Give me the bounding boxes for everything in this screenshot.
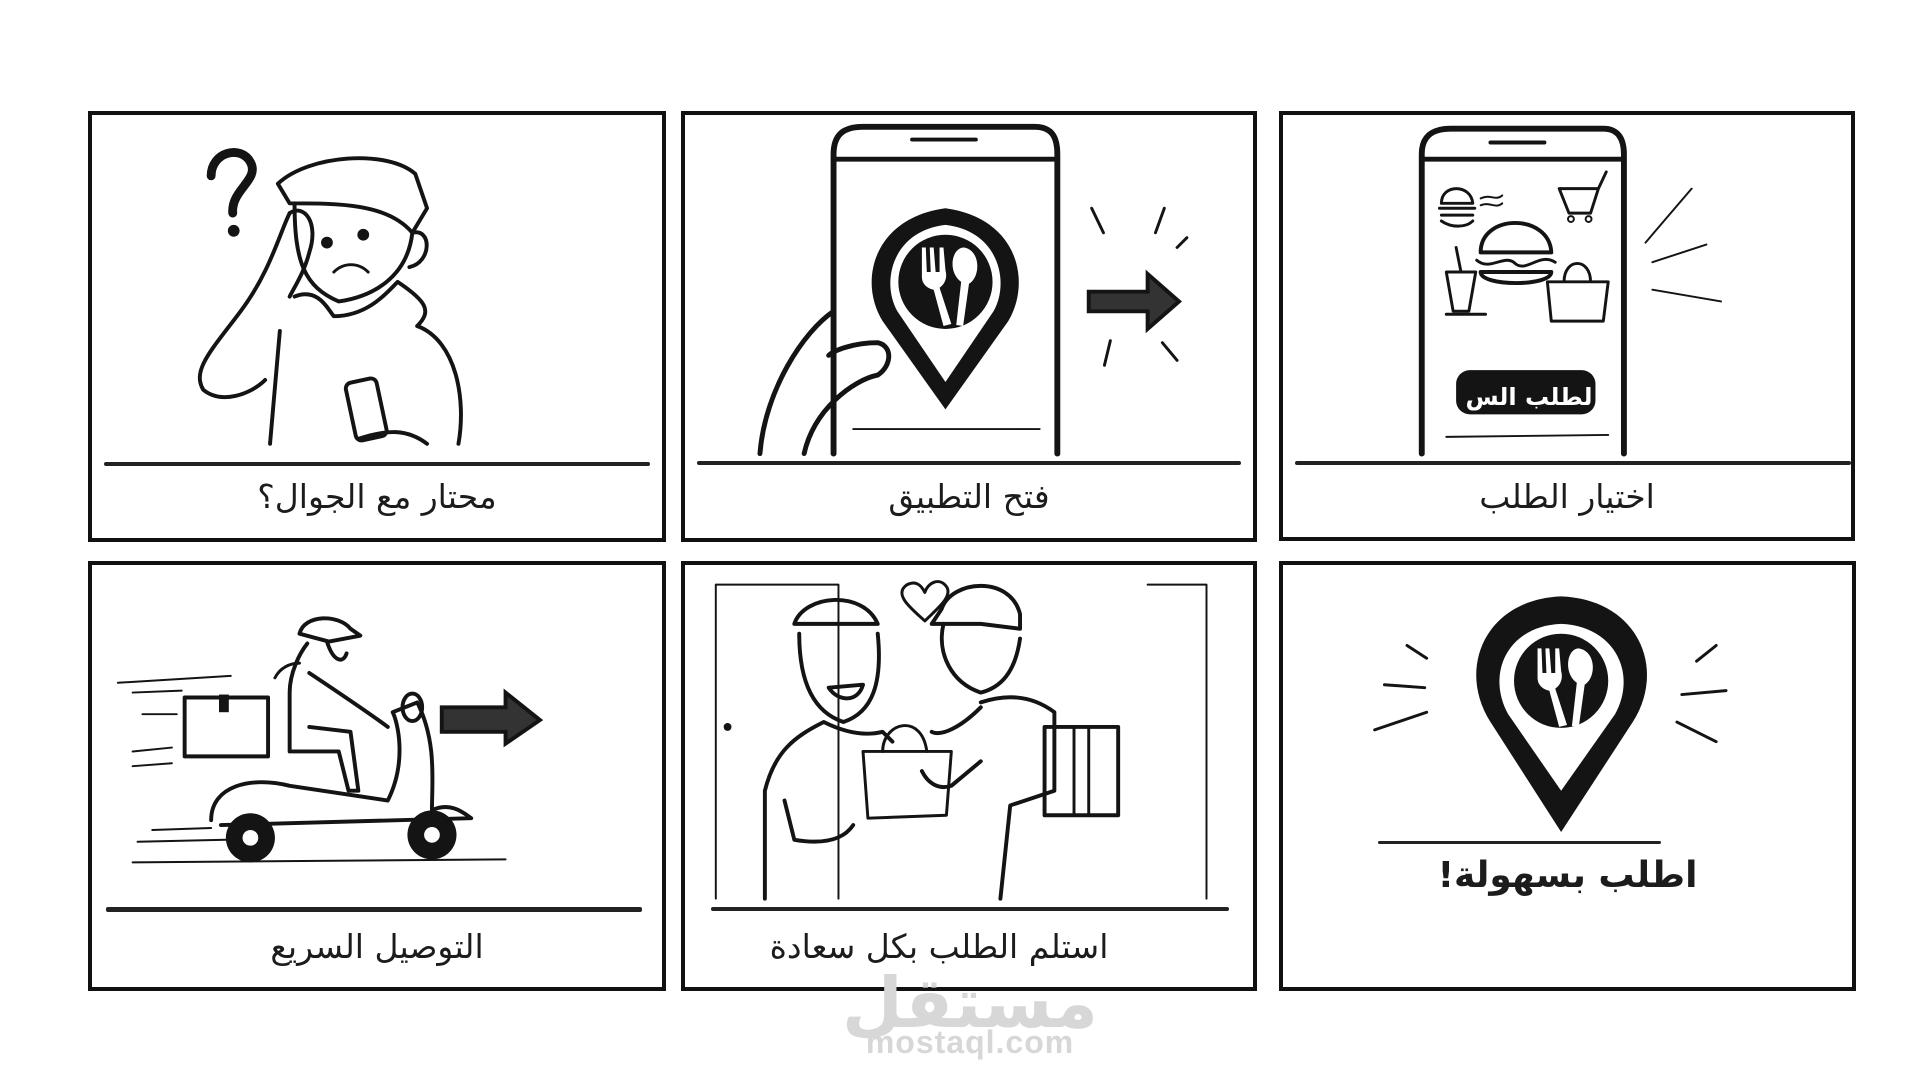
panel-6: اطلب بسهولة!: [1279, 561, 1856, 991]
panel-caption: استلم الطلب بكل سعادة: [769, 927, 1109, 966]
speed-lines: [116, 674, 507, 864]
order-button: [1456, 370, 1596, 415]
order-button-label: لطلب الس: [1465, 383, 1593, 411]
open-app-illustration: [757, 123, 1189, 457]
rider-icon: [273, 616, 390, 793]
panel-caption: اطلب بسهولة!: [1437, 855, 1698, 896]
panel-caption: فتح التطبيق: [888, 477, 1050, 516]
phone-icon: [1418, 125, 1627, 457]
panel-1: محتار مع الجوال؟: [88, 111, 666, 542]
panel-caption: اختيار الطلب: [1479, 477, 1655, 516]
location-pin-fork-spoon-icon: [1476, 596, 1647, 832]
watermark-arabic: مستقل: [841, 962, 1098, 1044]
question-mark-icon: [206, 148, 257, 237]
heart-icon: [900, 580, 950, 623]
panel-caption: محتار مع الجوال؟: [257, 477, 497, 516]
bag-icon: [861, 724, 953, 820]
ground-line: [1378, 841, 1661, 844]
arrow-right-icon: [1086, 206, 1189, 367]
backpack-box-icon: [1042, 724, 1121, 818]
arrow-right-icon: [439, 688, 544, 748]
courier-icon: [919, 583, 1057, 901]
receive-order-illustration: [714, 580, 1208, 901]
door-icon: [714, 583, 1208, 900]
confused-person-illustration: [197, 148, 463, 446]
ground-line: [1295, 461, 1851, 465]
sparkle-lines: [1373, 644, 1728, 744]
panel-3: لطلب الس اختيار الطلب: [1279, 111, 1855, 541]
order-easily-illustration: [1373, 596, 1728, 832]
burger-icon: [1475, 221, 1557, 285]
panel-caption: التوصيل السريع: [270, 927, 484, 966]
panel-2: فتح التطبيق: [681, 111, 1257, 542]
ground-line: [104, 462, 650, 466]
scooter-icon: [209, 691, 474, 863]
small-burger-icon: [1437, 187, 1504, 228]
sparkle-lines: [1644, 187, 1723, 303]
phone-icon: [830, 123, 1061, 457]
customer-icon: [762, 598, 895, 901]
panel-4: التوصيل السريع: [88, 561, 666, 991]
panel-5: استلم الطلب بكل سعادة: [681, 561, 1257, 991]
delivery-box-icon: [182, 694, 271, 759]
shopping-bag-icon: [1545, 262, 1610, 323]
ground-line: [711, 907, 1229, 911]
ground-line: [697, 461, 1241, 465]
location-pin-fork-spoon-icon: [871, 208, 1019, 410]
watermark: مستقل mostaql.com: [840, 0, 1100, 1080]
drink-icon: [1444, 246, 1488, 316]
fast-delivery-illustration: [116, 616, 544, 864]
choose-order-illustration: [1418, 125, 1723, 457]
cart-icon: [1557, 170, 1608, 223]
watermark-latin: mostaql.com: [865, 1024, 1075, 1060]
ground-line: [106, 907, 642, 912]
